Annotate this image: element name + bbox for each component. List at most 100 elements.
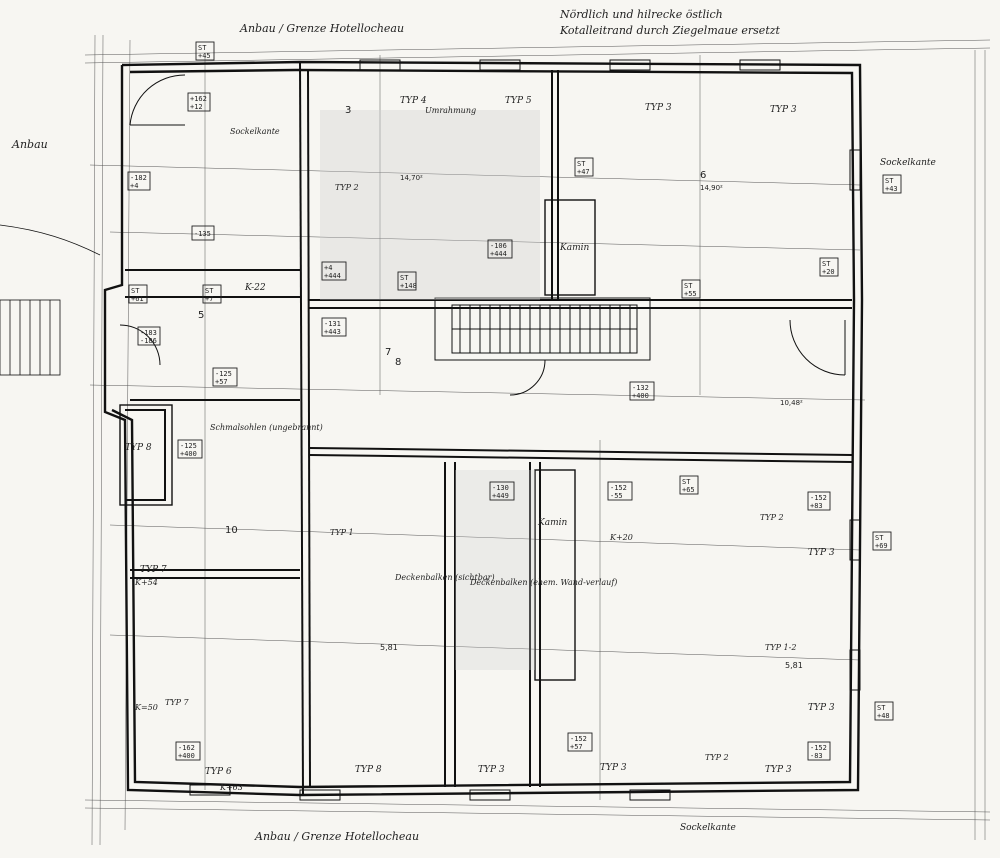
level-box: -106+444 [487, 239, 513, 259]
level-box: -125+400 [177, 439, 203, 459]
level-box: +162+12 [187, 92, 211, 112]
svg-text:+12: +12 [190, 103, 203, 111]
typ-label: TYP 4 [400, 96, 427, 106]
level-box: ST+45 [195, 41, 215, 61]
svg-text:+61: +61 [131, 295, 144, 303]
room-number: 3 [345, 105, 351, 116]
svg-text:+162: +162 [190, 95, 207, 103]
svg-text:+148: +148 [400, 282, 417, 290]
dimension-lines [84, 34, 991, 846]
room-number: 7 [385, 347, 391, 358]
label-kamin-2: Kamin [537, 518, 568, 528]
typ-label: TYP 8 [355, 765, 382, 775]
level-box: ST+43 [882, 174, 902, 194]
label-kamin-1: Kamin [559, 243, 590, 253]
label-umrahmung: Umrahmung [425, 106, 476, 115]
typ-label: TYP 2 [705, 753, 729, 762]
svg-text:-106: -106 [490, 242, 507, 250]
typ-label: TYP 3 [808, 703, 835, 713]
level-box: -131+443 [321, 317, 347, 337]
staircase [434, 297, 651, 361]
room-number: 6 [700, 170, 706, 181]
svg-text:ST: ST [131, 287, 140, 295]
level-box: ST+65 [679, 475, 699, 495]
typ-label: TYP 2 [335, 183, 359, 192]
svg-text:+400: +400 [632, 392, 649, 400]
dimension-text: 14,90² [700, 184, 723, 192]
typ-label: TYP 3 [645, 103, 672, 113]
svg-text:+449: +449 [492, 492, 509, 500]
svg-text:+400: +400 [178, 752, 195, 760]
note-top-right-2: Kotalleitrand durch Ziegelmaue ersetzt [559, 24, 781, 37]
label-deckenbalken-1: Deckenbalken (sichtbar) [394, 573, 495, 582]
typ-label: TYP 3 [808, 548, 835, 558]
dimension-text: 14,70² [400, 174, 423, 182]
svg-text:ST: ST [198, 44, 207, 52]
level-box: -130+449 [489, 481, 515, 501]
svg-text:+55: +55 [684, 290, 697, 298]
typ-label: TYP 3 [770, 105, 797, 115]
svg-text:+43: +43 [885, 185, 898, 193]
level-box: -152+57 [567, 732, 593, 752]
svg-text:-186: -186 [140, 337, 157, 345]
level-box: ST+7 [202, 284, 222, 304]
svg-text:ST: ST [875, 534, 884, 542]
level-box: +4+444 [321, 261, 347, 281]
entrance-steps [0, 224, 101, 376]
typ-label: TYP 3 [765, 765, 792, 775]
level-box: ST+55 [681, 279, 701, 299]
typ-label: TYP 7 [140, 565, 167, 575]
level-box: ST+148 [397, 271, 417, 291]
level-box: -125+57 [212, 367, 238, 387]
note-anbau: Anbau [11, 138, 48, 151]
typ-label: TYP 3 [478, 765, 505, 775]
label-k20: K+20 [609, 533, 633, 542]
svg-text:-152: -152 [810, 494, 827, 502]
level-box: -152-83 [807, 741, 831, 761]
svg-text:+57: +57 [215, 378, 228, 386]
svg-text:+4: +4 [324, 264, 332, 272]
typ-label: TYP 1 [330, 528, 354, 537]
svg-text:ST: ST [885, 177, 894, 185]
kamin-shafts [119, 199, 596, 681]
door-swings [119, 74, 846, 396]
svg-text:-132: -132 [632, 384, 649, 392]
svg-text:+444: +444 [490, 250, 507, 258]
dimension-text: 5,81 [380, 643, 398, 652]
room-number: 5 [198, 310, 204, 321]
svg-text:-135: -135 [194, 230, 211, 238]
typ-label: TYP 3 [600, 763, 627, 773]
dimension-text: 5,81 [785, 661, 803, 670]
svg-text:-55: -55 [610, 492, 623, 500]
level-box: -132+400 [629, 381, 655, 401]
svg-text:+400: +400 [180, 450, 197, 458]
svg-text:-125: -125 [215, 370, 232, 378]
level-box: ST+48 [874, 701, 894, 721]
svg-text:+69: +69 [875, 542, 888, 550]
typ-label: TYP 8 [125, 443, 152, 453]
level-box: ST+69 [872, 531, 892, 551]
level-box: -183-186 [137, 326, 161, 346]
svg-text:-152: -152 [610, 484, 627, 492]
shaded-ceiling-area [320, 110, 540, 670]
svg-text:ST: ST [682, 478, 691, 486]
svg-text:ST: ST [877, 704, 886, 712]
note-top-center: Anbau / Grenze Hotellocheau [239, 22, 404, 35]
level-box: ST+61 [128, 284, 148, 304]
svg-text:+444: +444 [324, 272, 341, 280]
svg-text:+83: +83 [810, 502, 823, 510]
label-k50: K=50 [134, 703, 158, 712]
level-box: ST+20 [819, 257, 839, 277]
svg-text:-182: -182 [130, 174, 147, 182]
level-box: -135 [191, 225, 215, 241]
note-bottom-sockel: Sockelkante [680, 823, 736, 833]
typ-label: TYP 6 [205, 767, 232, 777]
svg-text:-183: -183 [140, 329, 157, 337]
level-box: -182+4 [127, 171, 151, 191]
level-box: -152-55 [607, 481, 633, 501]
note-right-sockel: Sockelkante [880, 158, 936, 168]
svg-text:-162: -162 [178, 744, 195, 752]
svg-text:+47: +47 [577, 168, 590, 176]
svg-text:-125: -125 [180, 442, 197, 450]
